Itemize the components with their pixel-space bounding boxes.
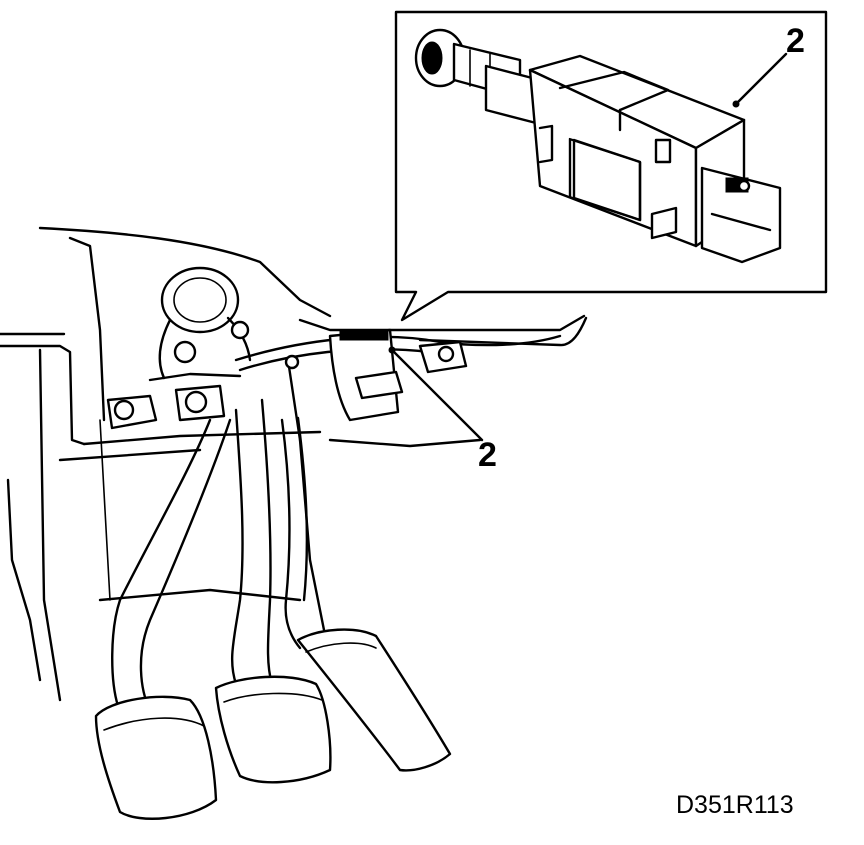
dashboard-outline xyxy=(0,226,588,702)
callout-number-detail: 2 xyxy=(786,22,805,60)
brake-light-switch-installed xyxy=(328,328,468,422)
pedal-bracket-left xyxy=(106,372,242,430)
brake-pedal xyxy=(214,398,332,784)
brake-light-switch-detail xyxy=(414,28,782,264)
callout-leader-detail xyxy=(732,52,788,108)
pedal-assembly xyxy=(0,226,588,820)
detail-inset xyxy=(394,10,828,322)
wiring-harness xyxy=(234,334,562,442)
callout-leader-installed xyxy=(388,346,484,442)
brake-booster xyxy=(158,266,252,380)
callout-number-installed: 2 xyxy=(478,436,497,474)
figure-code: D351R113 xyxy=(676,791,794,819)
clutch-pedal xyxy=(94,418,232,820)
accelerator-pedal xyxy=(280,416,452,772)
